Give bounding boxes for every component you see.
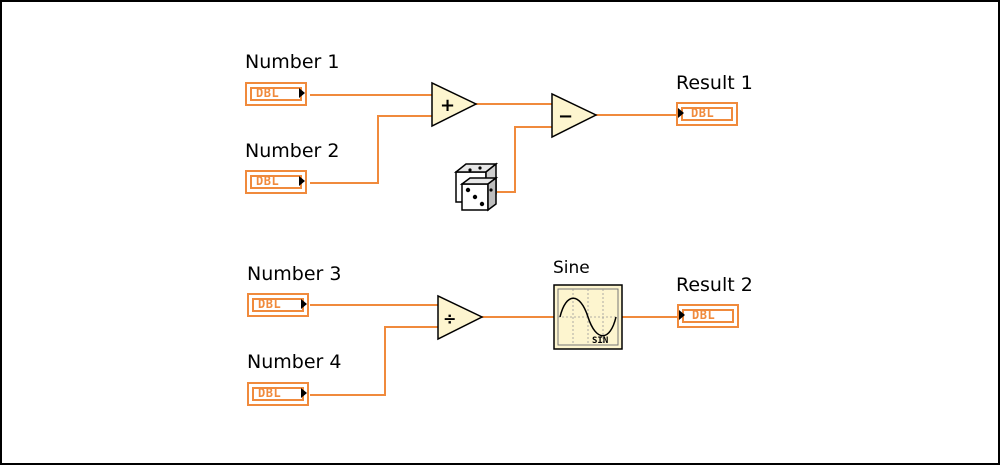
sine-tag: SIN <box>592 336 608 346</box>
dbl-type-label: DBL <box>691 106 715 120</box>
number4-terminal[interactable]: DBL <box>247 382 309 406</box>
output-arrow-icon <box>301 388 307 398</box>
number2-terminal[interactable]: DBL <box>245 170 307 194</box>
subtract-symbol: − <box>558 106 573 127</box>
input-arrow-icon <box>678 108 684 118</box>
sine-label: Sine <box>553 258 590 278</box>
dice-icon[interactable] <box>453 162 499 212</box>
dbl-type-label: DBL <box>258 297 282 311</box>
output-arrow-icon <box>301 299 307 309</box>
number1-label: Number 1 <box>245 51 340 73</box>
result1-label: Result 1 <box>676 72 753 94</box>
wire-number4-to-divide <box>310 326 438 396</box>
sine-node[interactable]: SIN <box>553 284 623 350</box>
number3-label: Number 3 <box>247 263 342 285</box>
divide-node[interactable]: ÷ <box>437 294 484 341</box>
dbl-type-label: DBL <box>258 386 282 400</box>
divide-symbol: ÷ <box>443 309 456 328</box>
wire-random-to-subtract <box>497 126 552 193</box>
output-arrow-icon <box>299 176 305 186</box>
add-symbol: + <box>440 95 455 116</box>
result2-label: Result 2 <box>676 274 753 296</box>
number1-terminal[interactable]: DBL <box>245 82 307 106</box>
number3-terminal[interactable]: DBL <box>247 293 309 317</box>
input-arrow-icon <box>679 310 685 320</box>
wire-number2-to-add <box>310 115 432 184</box>
dbl-type-label: DBL <box>256 174 280 188</box>
number4-label: Number 4 <box>247 351 342 373</box>
result1-terminal[interactable]: DBL <box>676 102 738 126</box>
output-arrow-icon <box>299 88 305 98</box>
sine-wave-icon <box>559 297 617 337</box>
dbl-type-label: DBL <box>692 308 716 322</box>
subtract-node[interactable]: − <box>551 92 598 139</box>
result2-terminal[interactable]: DBL <box>677 304 739 328</box>
number2-label: Number 2 <box>245 140 340 162</box>
dbl-type-label: DBL <box>256 86 280 100</box>
add-node[interactable]: + <box>431 81 478 128</box>
